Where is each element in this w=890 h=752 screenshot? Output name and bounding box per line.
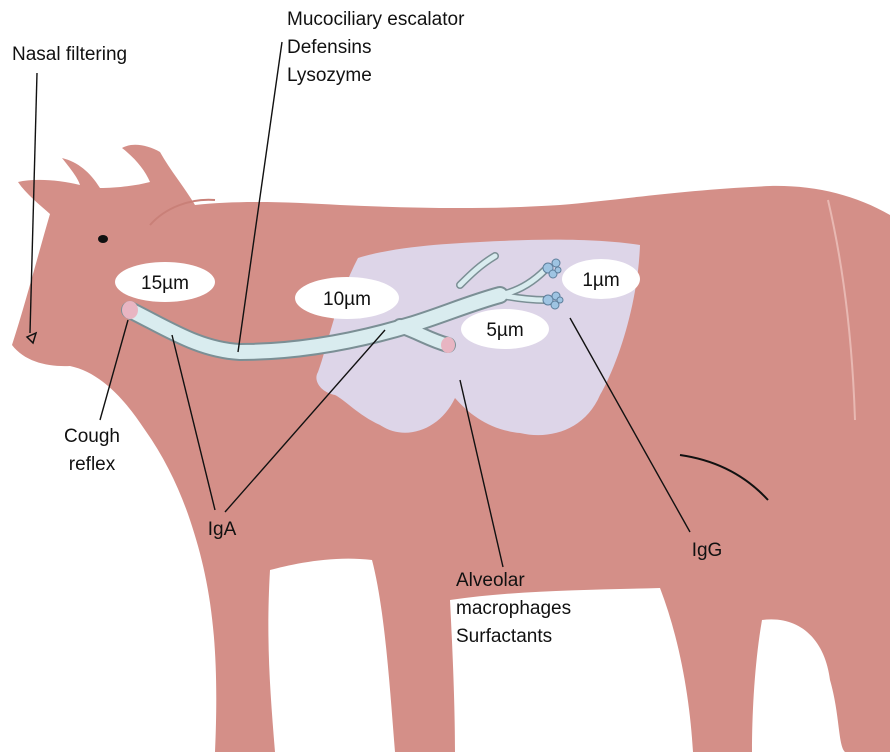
mucociliary-label: Mucociliary escalator — [287, 9, 465, 30]
label-10um: 10µm — [323, 289, 371, 310]
iga-label: IgA — [208, 519, 237, 540]
lysozyme-label: Lysozyme — [287, 65, 372, 86]
surfactants-label: Surfactants — [456, 626, 552, 647]
cough-label: Cough — [64, 426, 120, 447]
defensins-label: Defensins — [287, 37, 372, 58]
bronchus-end-ring — [441, 337, 455, 353]
reflex-label: reflex — [69, 454, 116, 475]
macrophages-label: macrophages — [456, 598, 571, 619]
label-1um: 1µm — [582, 270, 619, 291]
alveolar-label: Alveolar — [456, 570, 525, 591]
cow-body — [12, 145, 890, 752]
nasal-filtering-label: Nasal filtering — [12, 44, 127, 65]
label-15um: 15µm — [141, 273, 189, 294]
label-5um: 5µm — [486, 320, 523, 341]
trachea-end-ring — [122, 301, 138, 319]
igg-label: IgG — [692, 540, 723, 561]
eye — [98, 235, 108, 243]
